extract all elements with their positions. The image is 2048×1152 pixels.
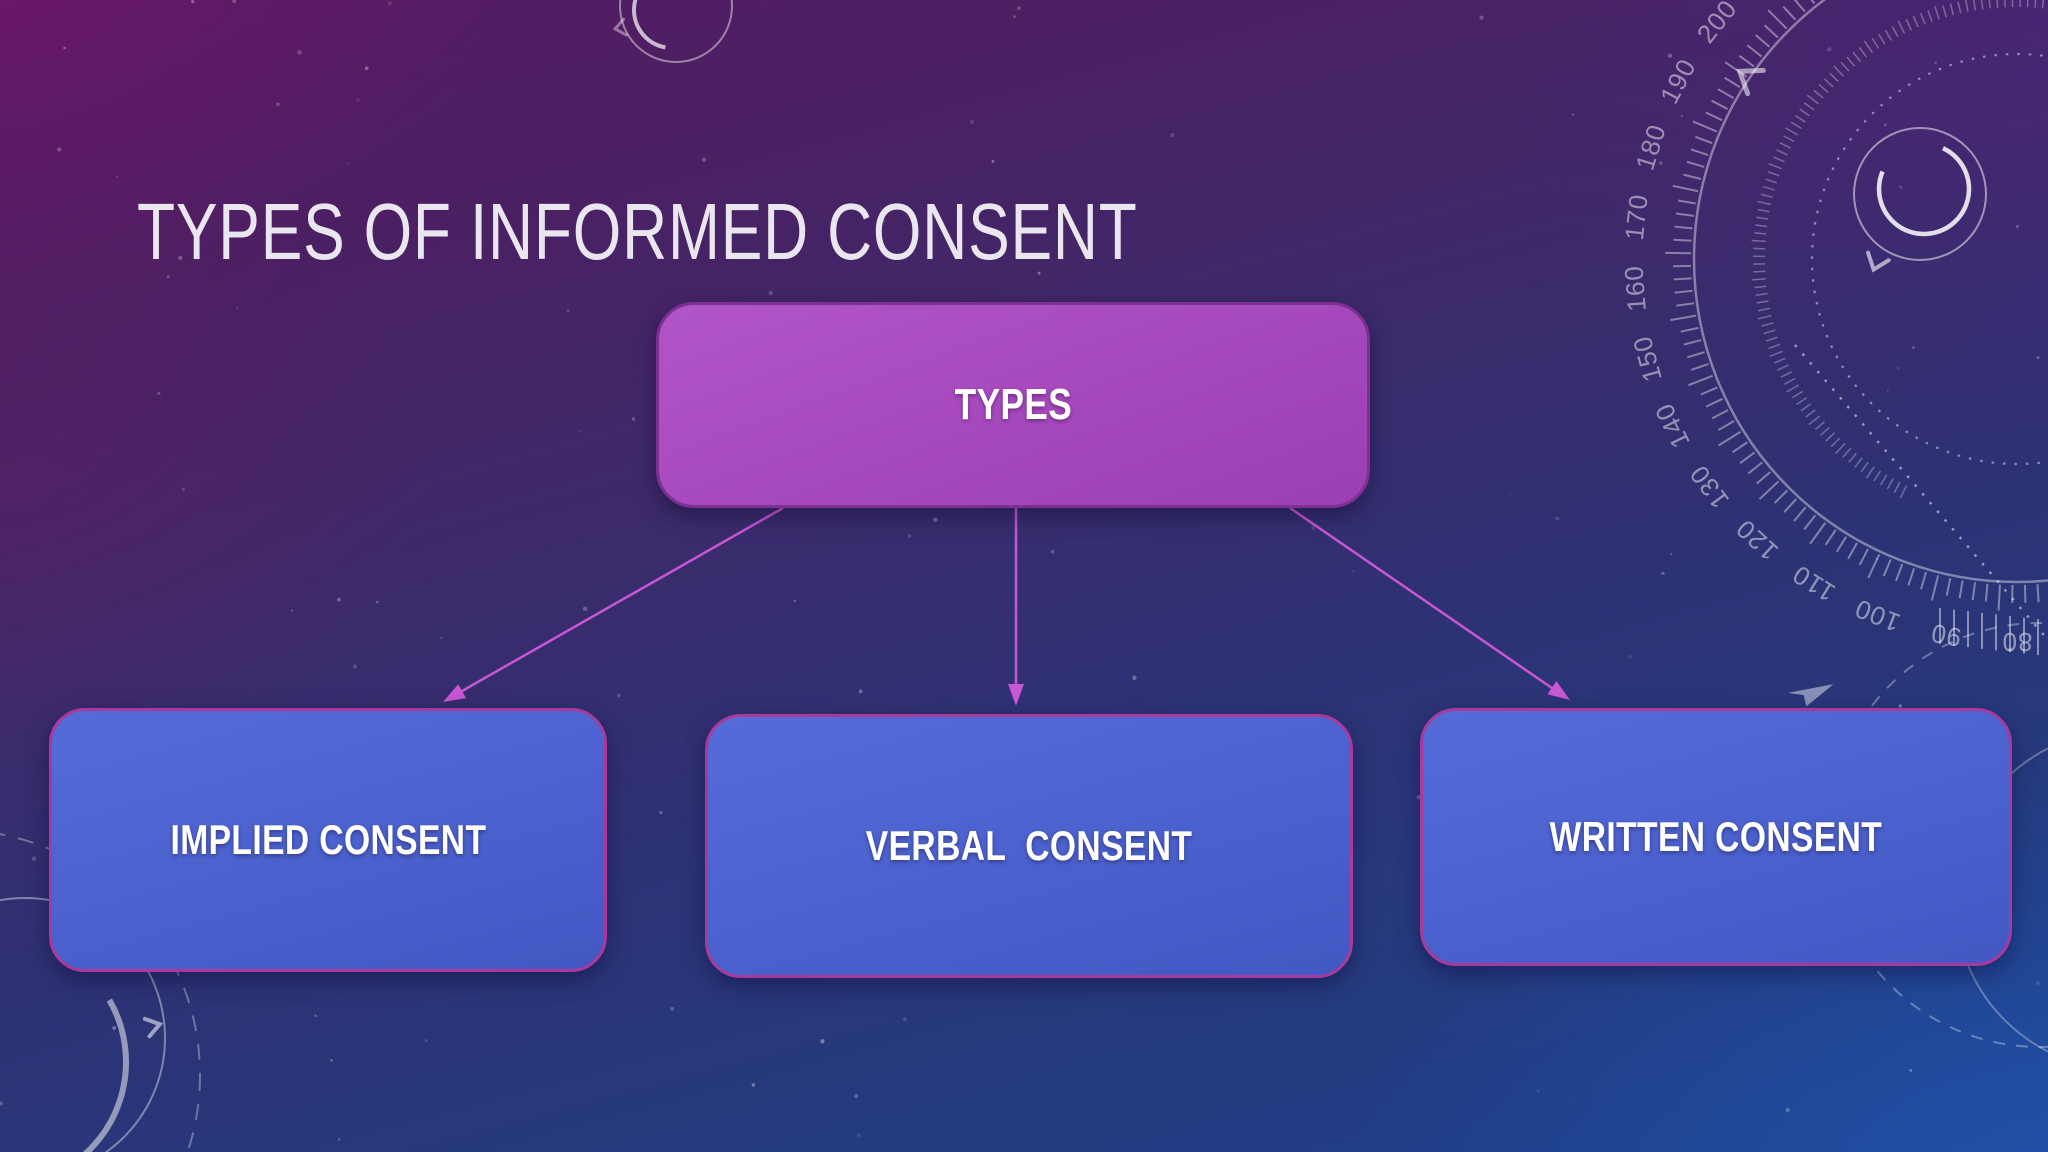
diagram-node-implied-consent: IMPLIED CONSENT <box>49 708 607 972</box>
connector-to-written <box>1289 506 1566 699</box>
node-written-label: WRITTEN CONSENT <box>1549 813 1883 860</box>
dial-number: 160 <box>1618 264 1651 313</box>
dial-number: 150 <box>1627 332 1668 385</box>
dial-number: 140 <box>1649 398 1696 453</box>
node-types-label: TYPES <box>954 380 1072 429</box>
diagram-node-verbal-consent: VERBAL CONSENT <box>705 714 1353 978</box>
connector-to-implied <box>447 506 784 701</box>
dial-number: 80 <box>2002 627 2033 657</box>
arrowhead-written <box>1547 681 1570 700</box>
arrowhead-implied <box>443 684 467 702</box>
dial-number: 170 <box>1619 192 1654 241</box>
diagram-node-types: TYPES <box>656 302 1370 508</box>
node-implied-label: IMPLIED CONSENT <box>170 816 486 863</box>
dial-number: 190 <box>1654 53 1702 108</box>
slide-title: TYPES OF INFORMED CONSENT <box>137 187 1138 276</box>
dial-number: 110 <box>1787 559 1841 608</box>
dial-number: 120 <box>1730 513 1784 567</box>
dial-number: 100 <box>1850 593 1904 638</box>
misc-decor <box>1787 344 2048 707</box>
dial-number: 90 <box>1928 618 1964 653</box>
paper-plane-icon <box>1787 684 1834 707</box>
arrowhead-verbal <box>1008 684 1024 706</box>
node-verbal-label: VERBAL CONSENT <box>865 822 1193 869</box>
compass-dial: 8090100110120130140150160170180190200210 <box>1618 0 2048 657</box>
top-circle-decor <box>612 0 733 63</box>
diagram-node-written-consent: WRITTEN CONSENT <box>1420 708 2012 966</box>
dial-number: 200 <box>1691 0 1743 49</box>
dial-number: 130 <box>1683 459 1735 514</box>
dial-number: 180 <box>1630 120 1672 173</box>
